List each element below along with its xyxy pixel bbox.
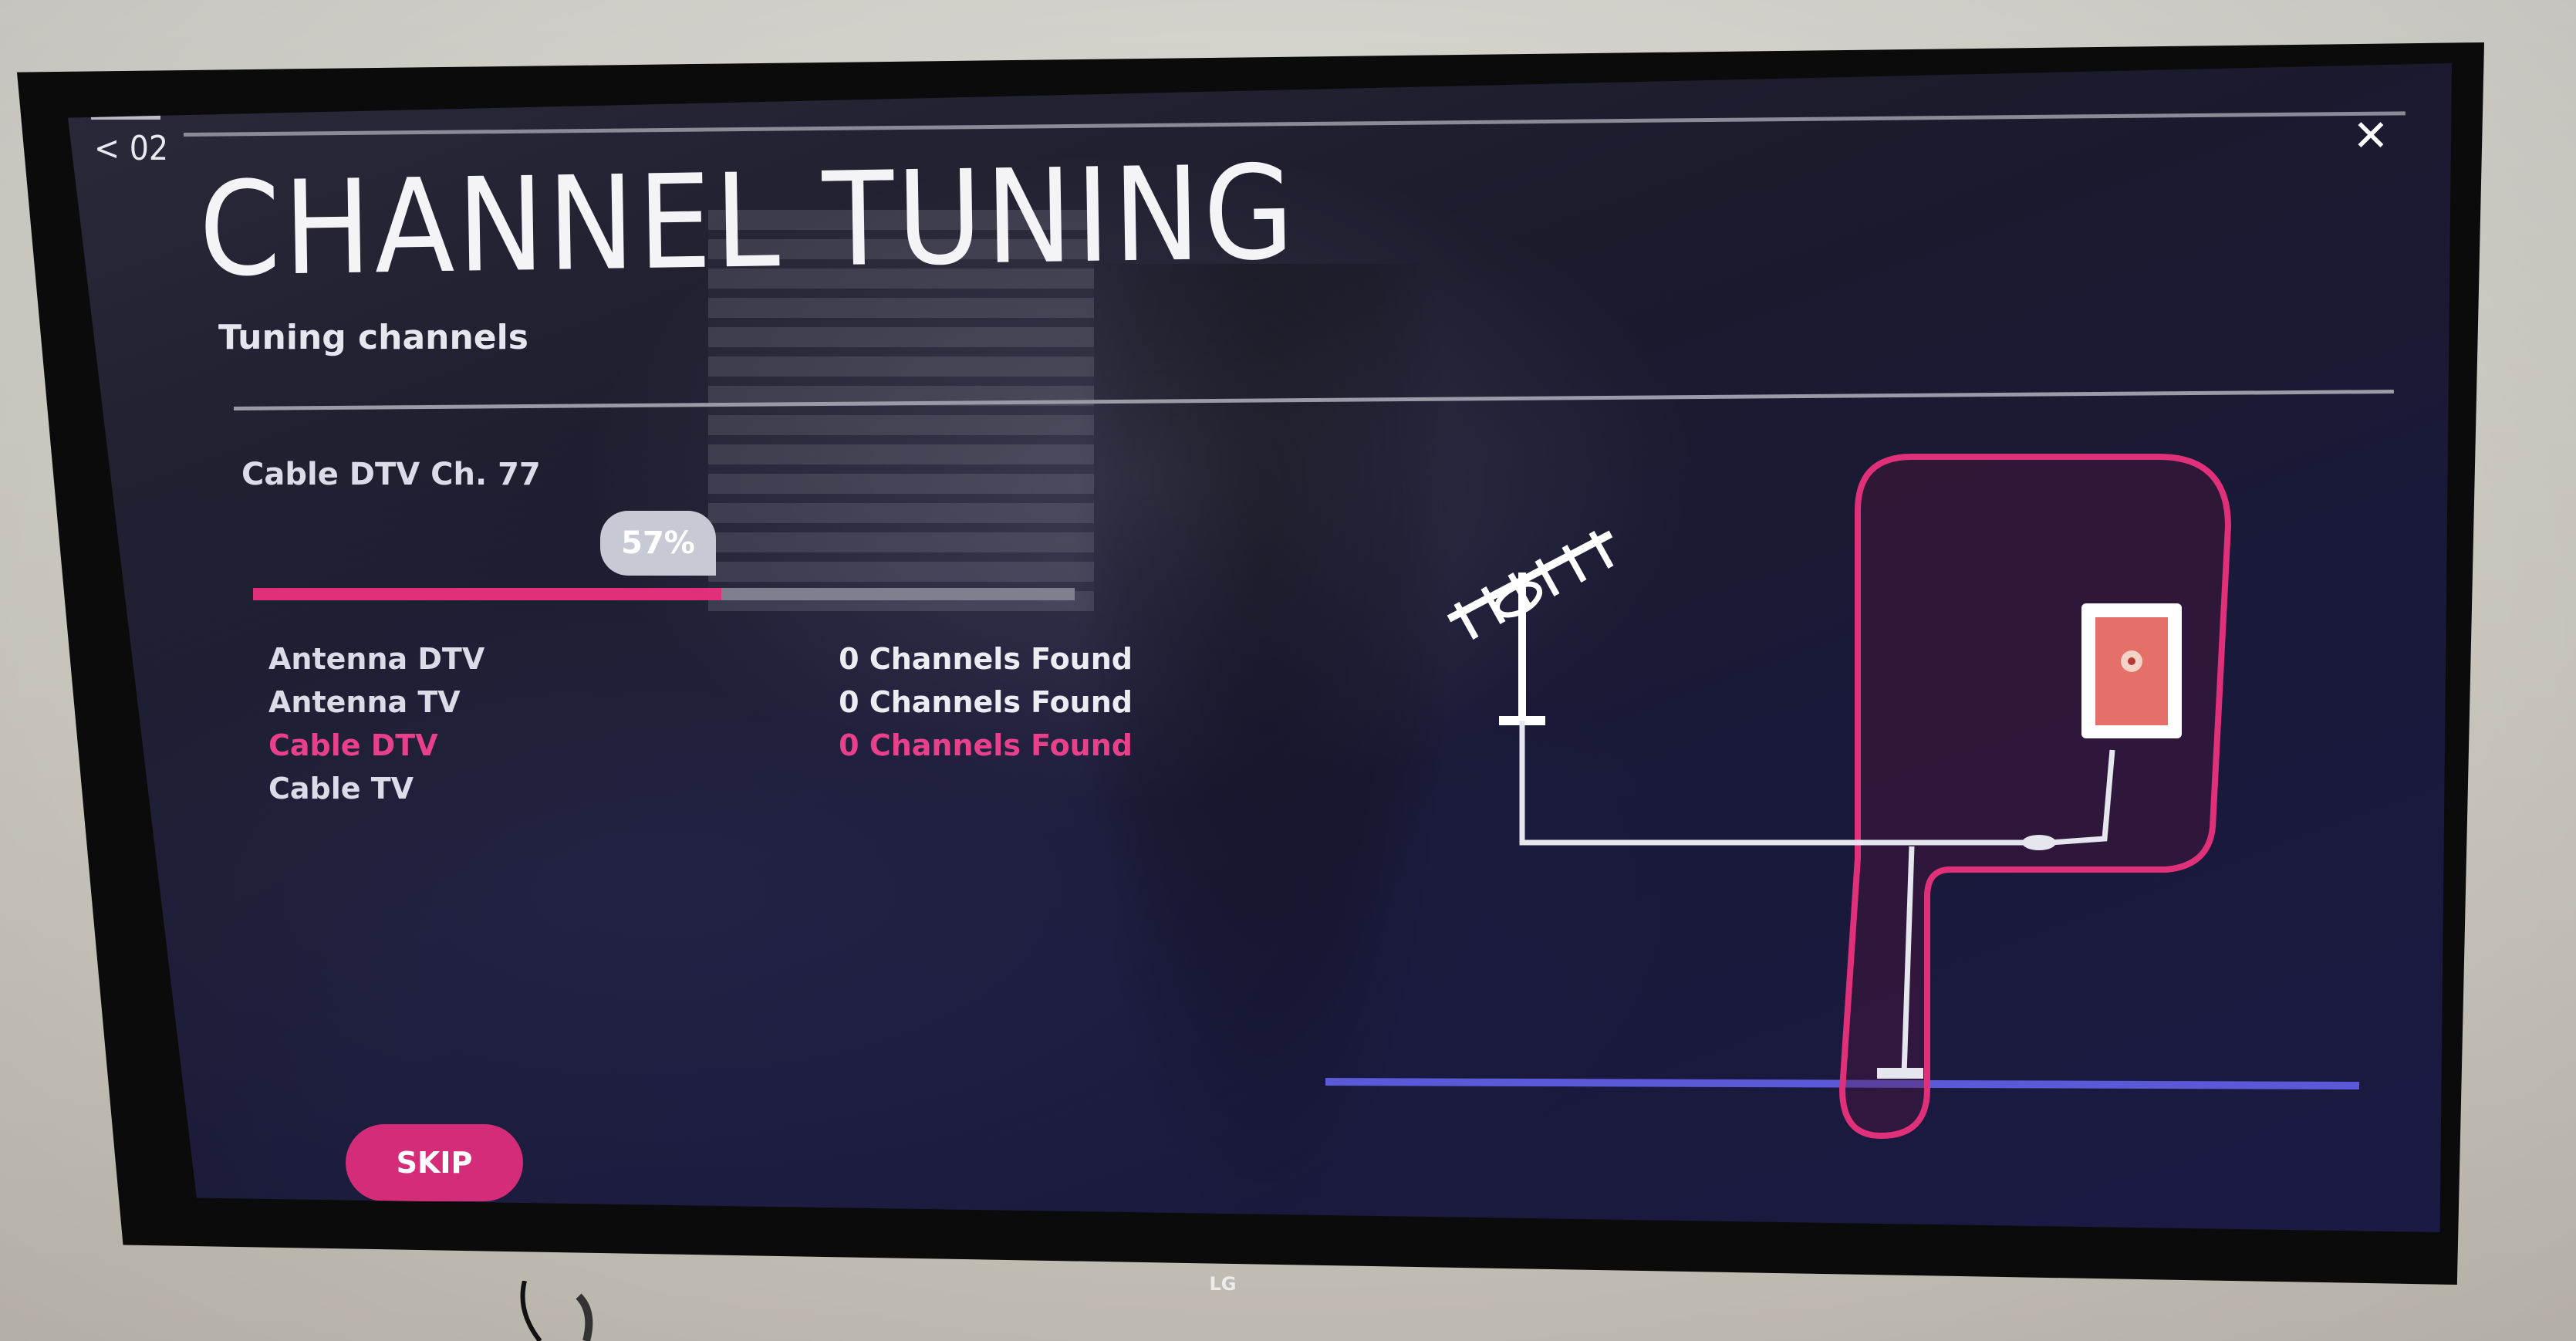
cable-splitter xyxy=(2022,835,2056,850)
brand-logo: LG xyxy=(1209,1273,1237,1295)
page-title: CHANNEL TUNING xyxy=(198,137,1298,306)
step-bar xyxy=(91,113,160,120)
drop-base xyxy=(1877,1068,1923,1079)
result-name: Cable DTV xyxy=(268,728,438,762)
current-channel-status: Cable DTV Ch. 77 xyxy=(241,457,541,492)
result-count: 0 Channels Found xyxy=(839,642,1133,676)
result-name: Antenna TV xyxy=(268,685,461,719)
tv-screen: < 02 ✕ CHANNEL TUNING Tuning channels Ca… xyxy=(68,63,2452,1233)
result-row-cable-tv: Cable TV xyxy=(268,772,1133,815)
cable-highlight-outline xyxy=(1838,454,2232,1140)
person-reflection xyxy=(1071,264,1457,1233)
result-name: Antenna DTV xyxy=(268,642,485,676)
window-reflection xyxy=(708,210,1094,611)
page-subtitle: Tuning channels xyxy=(218,318,528,357)
antenna-icon xyxy=(1447,530,1614,725)
progress-percent-badge: 57% xyxy=(600,511,716,576)
results-list: Antenna DTV 0 Channels Found Antenna TV … xyxy=(268,642,1133,815)
result-row-antenna-dtv: Antenna DTV 0 Channels Found xyxy=(268,642,1133,685)
power-cable xyxy=(520,1281,593,1341)
result-row-antenna-tv: Antenna TV 0 Channels Found xyxy=(268,685,1133,728)
progress-fill xyxy=(253,588,722,600)
result-count: 0 Channels Found xyxy=(839,728,1133,762)
skip-button[interactable]: SKIP xyxy=(346,1124,523,1201)
step-label: < 02 xyxy=(94,129,169,168)
connection-diagram xyxy=(1325,454,2360,1140)
close-icon[interactable]: ✕ xyxy=(2352,111,2389,161)
result-row-cable-dtv: Cable DTV 0 Channels Found xyxy=(268,728,1133,772)
result-count: 0 Channels Found xyxy=(839,685,1133,719)
wall-outlet-icon xyxy=(2081,603,2182,738)
drop-cable xyxy=(1901,846,1915,1075)
progress-bar xyxy=(253,588,1075,600)
top-divider xyxy=(183,111,2406,137)
result-name: Cable TV xyxy=(268,772,414,806)
